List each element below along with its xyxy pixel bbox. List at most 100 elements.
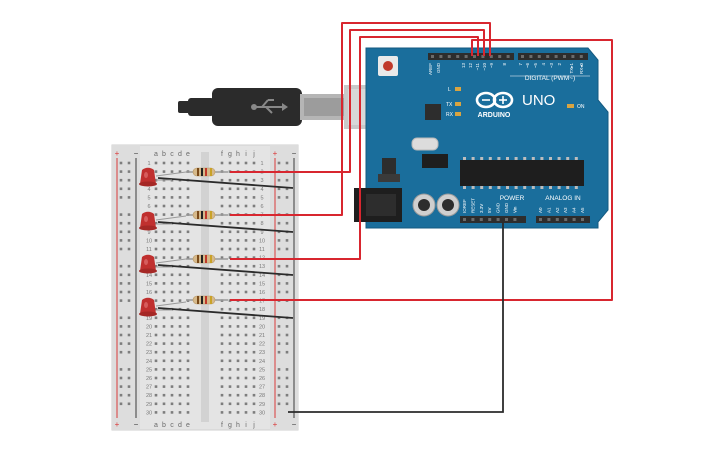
- rail-hole[interactable]: [119, 290, 123, 294]
- rail-hole[interactable]: [119, 273, 123, 277]
- hole[interactable]: [244, 325, 248, 328]
- rail-hole[interactable]: [285, 178, 289, 182]
- hole[interactable]: [220, 385, 224, 388]
- hole[interactable]: [236, 325, 240, 328]
- hole[interactable]: [228, 359, 232, 363]
- hole[interactable]: [154, 316, 158, 320]
- hole[interactable]: [186, 187, 190, 191]
- hole[interactable]: [186, 393, 190, 397]
- hole[interactable]: [220, 359, 224, 363]
- hole[interactable]: [178, 204, 182, 208]
- hole[interactable]: [154, 333, 158, 337]
- ground-jumper-4[interactable]: [157, 307, 294, 319]
- hole[interactable]: [236, 239, 240, 242]
- hole[interactable]: [178, 196, 182, 199]
- rail-hole[interactable]: [285, 333, 289, 337]
- hole[interactable]: [170, 411, 174, 414]
- pin-hole[interactable]: [489, 55, 493, 58]
- rail-hole[interactable]: [277, 161, 281, 165]
- pin-hole[interactable]: [506, 55, 510, 58]
- hole[interactable]: [170, 161, 174, 165]
- hole[interactable]: [228, 230, 232, 234]
- rail-hole[interactable]: [285, 325, 289, 328]
- hole[interactable]: [154, 204, 158, 208]
- hole[interactable]: [236, 247, 240, 251]
- hole[interactable]: [170, 170, 174, 173]
- hole[interactable]: [186, 273, 190, 277]
- hole[interactable]: [252, 273, 256, 277]
- hole[interactable]: [220, 342, 224, 345]
- hole[interactable]: [154, 290, 158, 294]
- rail-hole[interactable]: [277, 385, 281, 388]
- wire-pin10[interactable]: [230, 39, 613, 301]
- hole[interactable]: [236, 282, 240, 285]
- rail-hole[interactable]: [127, 402, 131, 406]
- hole[interactable]: [244, 342, 248, 345]
- hole[interactable]: [228, 221, 232, 225]
- hole[interactable]: [154, 161, 158, 165]
- hole[interactable]: [162, 376, 166, 380]
- hole[interactable]: [220, 350, 224, 354]
- rail-hole[interactable]: [119, 161, 123, 165]
- hole[interactable]: [170, 196, 174, 199]
- hole[interactable]: [228, 187, 232, 191]
- leds[interactable]: [139, 167, 187, 317]
- rail-hole[interactable]: [127, 273, 131, 277]
- hole[interactable]: [228, 393, 232, 397]
- hole[interactable]: [162, 368, 166, 371]
- hole[interactable]: [170, 359, 174, 363]
- hole[interactable]: [244, 393, 248, 397]
- hole[interactable]: [154, 230, 158, 234]
- hole[interactable]: [228, 204, 232, 208]
- hole[interactable]: [154, 299, 158, 302]
- rail-hole[interactable]: [127, 230, 131, 234]
- hole[interactable]: [220, 307, 224, 311]
- hole[interactable]: [186, 256, 190, 259]
- hole[interactable]: [170, 273, 174, 277]
- rail-hole[interactable]: [127, 325, 131, 328]
- rail-hole[interactable]: [277, 333, 281, 337]
- hole[interactable]: [170, 230, 174, 234]
- hole[interactable]: [252, 402, 256, 406]
- rail-hole[interactable]: [119, 385, 123, 388]
- wire-pin12[interactable]: [230, 22, 491, 216]
- hole[interactable]: [162, 290, 166, 294]
- rail-hole[interactable]: [277, 376, 281, 380]
- rail-hole[interactable]: [285, 376, 289, 380]
- hole[interactable]: [244, 411, 248, 414]
- rail-hole[interactable]: [127, 170, 131, 173]
- rail-hole[interactable]: [127, 247, 131, 251]
- hole[interactable]: [162, 359, 166, 363]
- hole[interactable]: [162, 213, 166, 216]
- hole[interactable]: [220, 204, 224, 208]
- hole[interactable]: [220, 196, 224, 199]
- signal-wires[interactable]: [230, 22, 613, 301]
- hole[interactable]: [162, 204, 166, 208]
- hole[interactable]: [252, 204, 256, 208]
- hole[interactable]: [252, 247, 256, 251]
- rail-hole[interactable]: [119, 187, 123, 191]
- rail-hole[interactable]: [285, 350, 289, 354]
- rail-hole[interactable]: [277, 393, 281, 397]
- rail-hole[interactable]: [277, 342, 281, 345]
- hole[interactable]: [228, 239, 232, 242]
- pin-hole[interactable]: [563, 55, 566, 58]
- hole[interactable]: [236, 256, 240, 259]
- rail-hole[interactable]: [127, 393, 131, 397]
- hole[interactable]: [236, 359, 240, 363]
- hole[interactable]: [178, 376, 182, 380]
- hole[interactable]: [252, 350, 256, 354]
- hole[interactable]: [228, 307, 232, 311]
- hole[interactable]: [186, 402, 190, 406]
- hole[interactable]: [170, 239, 174, 242]
- hole[interactable]: [162, 273, 166, 277]
- breadboard[interactable]: + − + − + − + − 112233445566778899101011…: [111, 144, 299, 431]
- hole[interactable]: [252, 359, 256, 363]
- hole[interactable]: [220, 325, 224, 328]
- hole[interactable]: [162, 385, 166, 388]
- led[interactable]: [139, 297, 187, 317]
- hole[interactable]: [220, 411, 224, 414]
- hole[interactable]: [178, 316, 182, 320]
- hole[interactable]: [244, 256, 248, 259]
